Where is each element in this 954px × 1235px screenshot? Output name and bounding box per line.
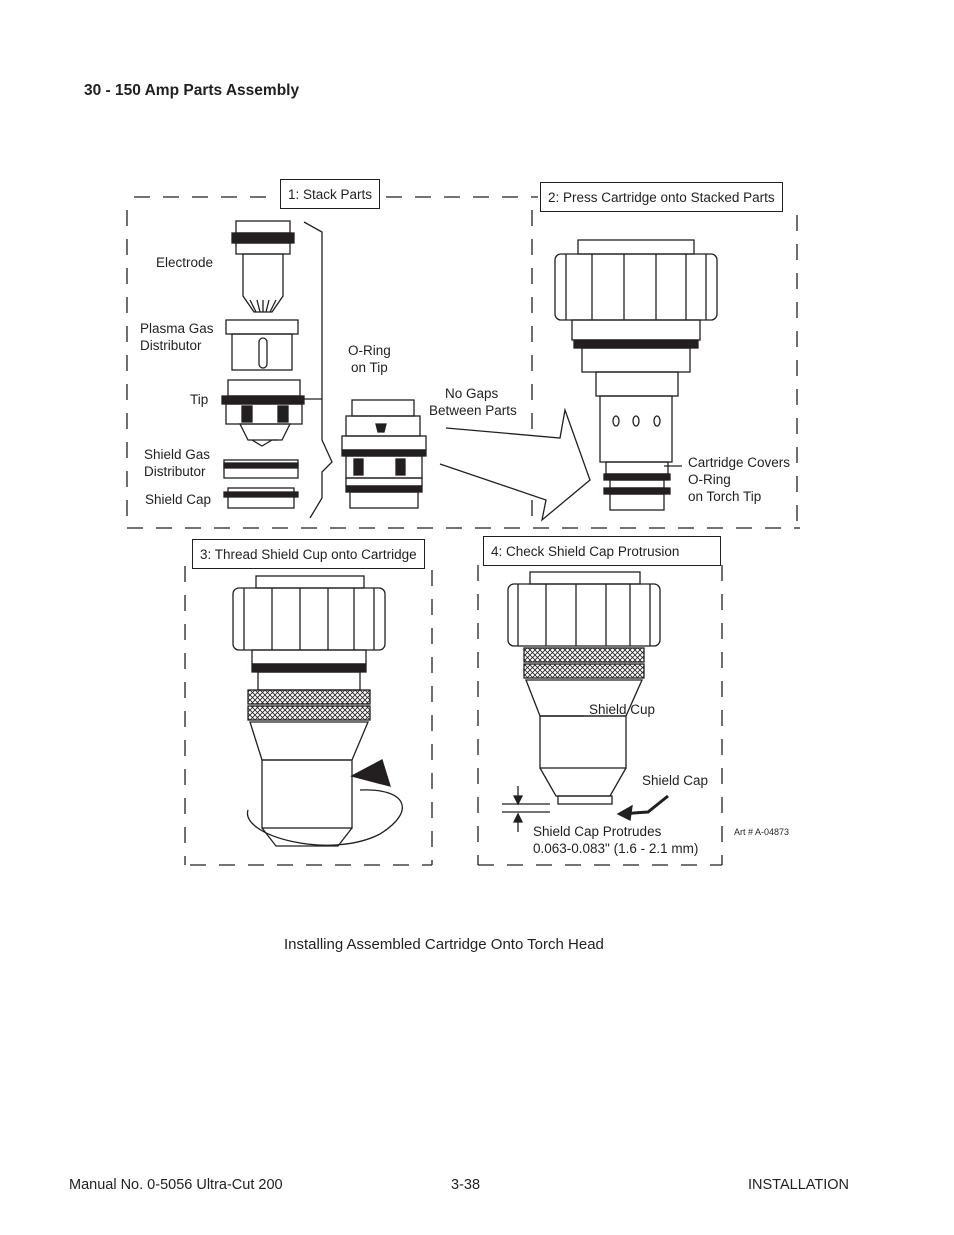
section-heading: 30 - 150 Amp Parts Assembly bbox=[84, 82, 300, 99]
figure-caption: Installing Assembled Cartridge Onto Torc… bbox=[284, 936, 604, 953]
label-shield-gas-2: Distributor bbox=[144, 464, 206, 479]
label-shield-gas-1: Shield Gas bbox=[144, 447, 211, 462]
stacked-assembly bbox=[341, 399, 427, 509]
shield-cap-part bbox=[223, 487, 299, 509]
label-nogaps-1: No Gaps bbox=[445, 386, 499, 401]
label-nogaps-2: Between Parts bbox=[429, 403, 517, 418]
footer-manual-number: Manual No. 0-5056 Ultra-Cut 200 bbox=[69, 1177, 283, 1193]
cartridge-step2 bbox=[554, 239, 718, 511]
tip-part bbox=[221, 379, 305, 447]
footer-page-number: 3-38 bbox=[451, 1177, 481, 1193]
step4-box: 4: Check Shield Cap Protrusion bbox=[483, 536, 721, 566]
step2-box: 2: Press Cartridge onto Stacked Parts bbox=[540, 182, 783, 212]
label-plasma-gas-1: Plasma Gas bbox=[140, 321, 214, 336]
electrode-part bbox=[231, 220, 295, 313]
label-electrode: Electrode bbox=[156, 255, 214, 270]
label-covers-2: O-Ring bbox=[688, 472, 731, 487]
label-protrudes-1: Shield Cap Protrudes bbox=[533, 824, 662, 839]
footer-section: INSTALLATION bbox=[748, 1177, 849, 1193]
step1-box: 1: Stack Parts bbox=[280, 179, 381, 209]
label-tip: Tip bbox=[190, 392, 209, 407]
step3-box: 3: Thread Shield Cup onto Cartridge bbox=[192, 539, 425, 569]
plasma-gas-distributor-part bbox=[225, 319, 299, 371]
assembly-step3 bbox=[232, 575, 403, 847]
label-plasma-gas-2: Distributor bbox=[140, 338, 202, 353]
label-covers-1: Cartridge Covers bbox=[688, 455, 791, 470]
label-shield-cap: Shield Cap bbox=[145, 492, 212, 507]
label-covers-3: on Torch Tip bbox=[688, 489, 762, 504]
label-oring-1: O-Ring bbox=[348, 343, 391, 358]
art-number: Art # A-04873 bbox=[734, 827, 790, 837]
shield-gas-distributor-part bbox=[223, 459, 299, 479]
assembly-step4 bbox=[502, 571, 669, 832]
label-oring-2: on Tip bbox=[351, 360, 388, 375]
label-shield-cup: Shield Cup bbox=[589, 702, 656, 717]
step-borders bbox=[126, 196, 800, 866]
label-protrudes-2: 0.063-0.083" (1.6 - 2.1 mm) bbox=[533, 841, 699, 856]
label-shield-cap-4: Shield Cap bbox=[642, 773, 709, 788]
